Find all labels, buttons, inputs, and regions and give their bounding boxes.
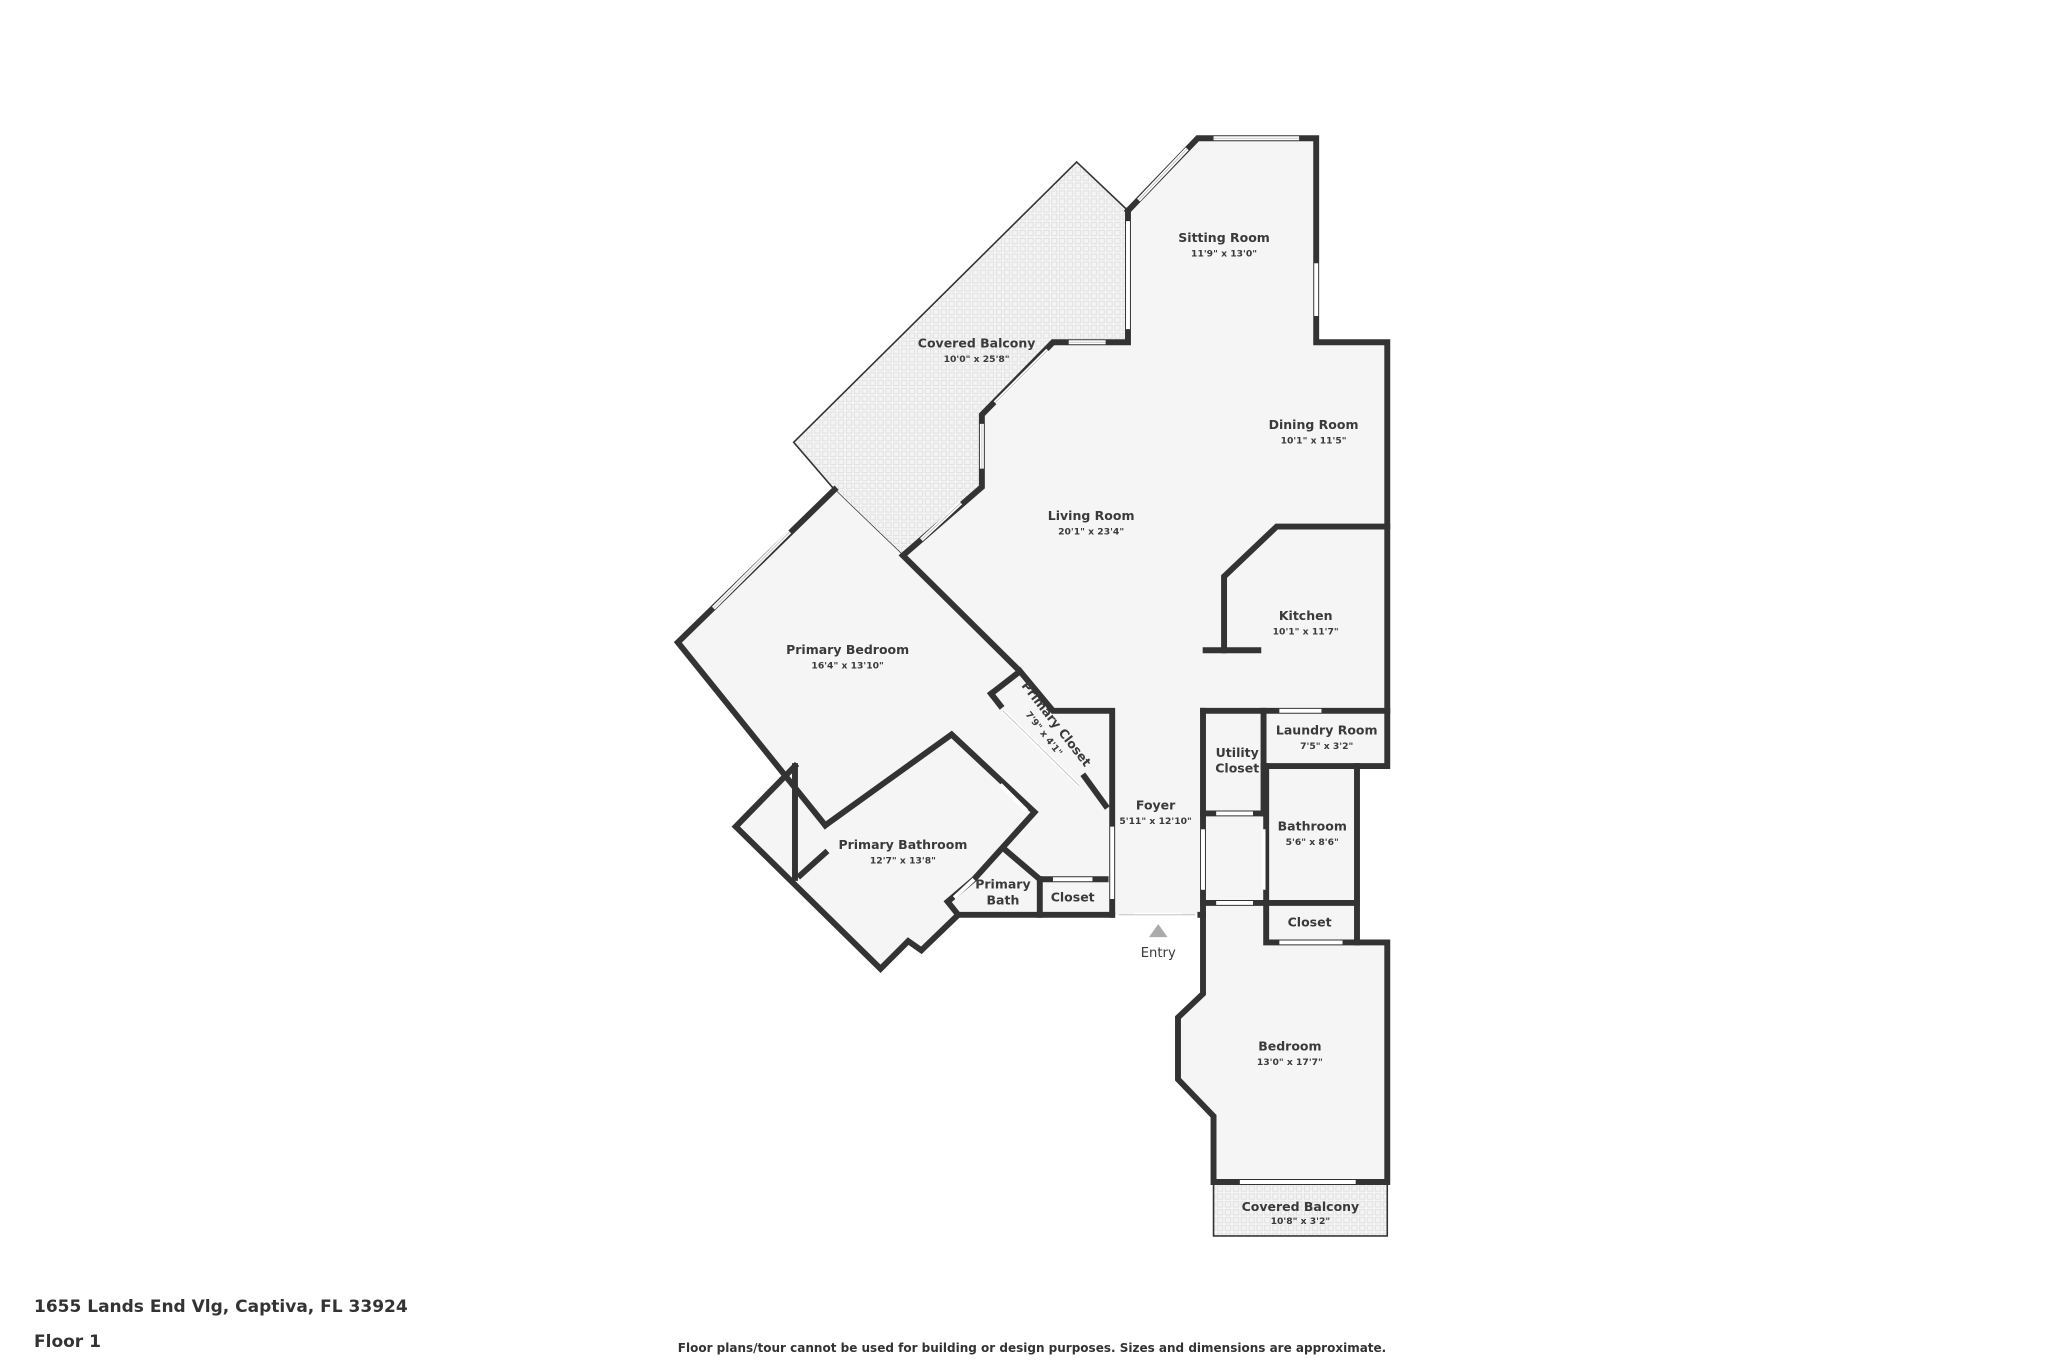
room-name: Dining Room (1269, 417, 1359, 432)
room-dims: 11'9" x 13'0" (1191, 249, 1257, 260)
room-name: Primary Bathroom (838, 837, 967, 852)
room-dims: 16'4" x 13'10" (811, 661, 883, 672)
room-name: Bath (987, 892, 1020, 907)
room-name: Closet (1051, 890, 1095, 905)
covered-balcony-small (1212, 1181, 1389, 1237)
windows (711, 136, 1356, 1184)
room-name: Primary Bedroom (786, 642, 909, 657)
room-name: Closet (1215, 761, 1259, 776)
room-dims: 13'0" x 17'7" (1257, 1057, 1323, 1068)
floor-label: Floor 1 (34, 1332, 101, 1352)
main-floor (677, 138, 1388, 1182)
room-dims: 5'11" x 12'10" (1119, 816, 1191, 827)
room-dims: 7'5" x 3'2" (1300, 741, 1353, 752)
room-name: Bedroom (1258, 1038, 1321, 1053)
room-dims: 10'0" x 25'8" (944, 354, 1010, 365)
room-name: Covered Balcony (1242, 1199, 1360, 1214)
room-dims: 12'7" x 13'8" (870, 855, 936, 866)
room-dims: 10'1" x 11'5" (1281, 436, 1347, 447)
disclaimer: Floor plans/tour cannot be used for buil… (677, 1341, 1387, 1355)
room-name: Kitchen (1279, 608, 1333, 623)
room-name: Closet (1288, 915, 1332, 930)
room-name: Sitting Room (1178, 230, 1270, 245)
room-dims: 20'1" x 23'4" (1058, 526, 1124, 537)
room-name: Laundry Room (1276, 722, 1378, 737)
room-name: Living Room (1048, 508, 1135, 523)
room-dims: 10'1" x 11'7" (1273, 626, 1339, 637)
entry-label: Entry (1141, 946, 1176, 961)
room-name: Foyer (1136, 798, 1176, 813)
room-name: Bathroom (1278, 819, 1347, 834)
room-name: Utility (1216, 745, 1259, 760)
entry-arrow-icon (1149, 924, 1168, 938)
room-name: Covered Balcony (918, 336, 1036, 351)
room-dims: 10'8" x 3'2" (1271, 1216, 1331, 1227)
address: 1655 Lands End Vlg, Captiva, FL 33924 (34, 1297, 408, 1317)
room-dims: 5'6" x 8'6" (1286, 837, 1339, 848)
room-name: Primary (975, 876, 1030, 891)
